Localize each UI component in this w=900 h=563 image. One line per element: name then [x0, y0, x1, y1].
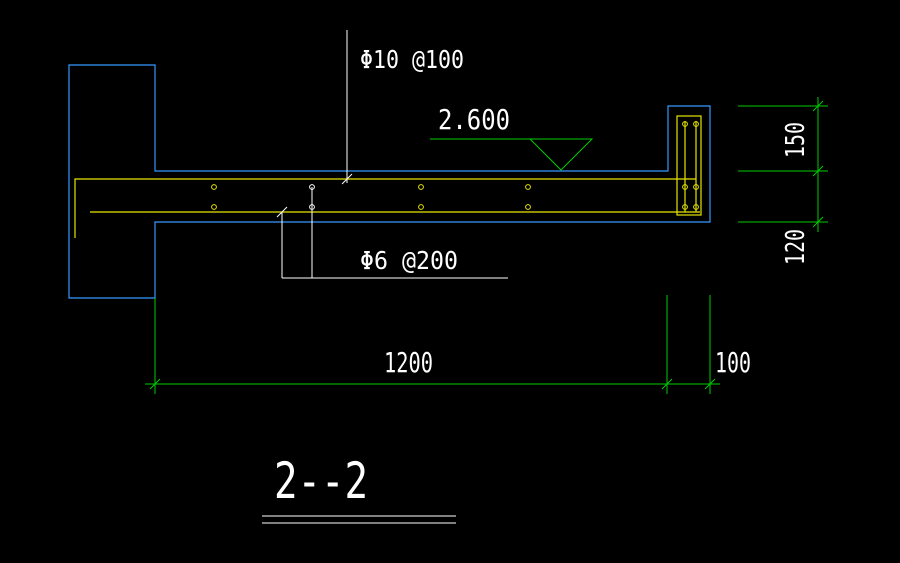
top-rebar-label: Φ10 @100	[360, 45, 464, 74]
concrete-outline	[68, 64, 711, 299]
leader-lines	[276, 30, 508, 279]
horizontal-dimensions	[145, 295, 720, 394]
vertical-dimensions	[738, 97, 828, 232]
elevation-label: 2.600	[438, 103, 510, 136]
elevation-triangle	[528, 138, 594, 171]
rebar-dot	[211, 204, 217, 210]
rebar-dot	[682, 184, 688, 190]
rebar-dot	[211, 184, 217, 190]
vdim-tick	[812, 100, 824, 112]
bottom-rebar-label: Φ6 @200	[360, 246, 458, 275]
vdim-slab-thickness-label: 120	[781, 229, 811, 265]
rebar-dot	[682, 121, 688, 127]
rebar-dot	[525, 204, 531, 210]
dim-tick	[704, 378, 716, 390]
dim-tick	[149, 378, 161, 390]
rebar-dot	[418, 204, 424, 210]
upstand-stirrup	[676, 115, 702, 216]
elevation-marker	[430, 138, 594, 171]
rebar-dot	[693, 204, 699, 210]
rebar-dot	[525, 184, 531, 190]
vdim-tick	[812, 165, 824, 177]
rebar-group	[74, 115, 702, 238]
rebar-dot	[418, 184, 424, 190]
bottom-rebar-leader-tick	[276, 206, 288, 218]
section-title: 2--2	[274, 452, 368, 510]
top-rebar-line	[74, 178, 696, 238]
rebar-dots	[211, 121, 699, 210]
rebar-dot	[682, 204, 688, 210]
dim-span-label: 1200	[384, 346, 433, 379]
dim-tick	[661, 378, 673, 390]
vdim-upstand-height-label: 150	[781, 122, 811, 158]
top-rebar-leader-tick	[341, 173, 353, 185]
vdim-tick	[812, 216, 824, 228]
rebar-dot	[693, 121, 699, 127]
dim-upstand-width-label: 100	[715, 346, 751, 379]
rebar-dot	[693, 184, 699, 190]
